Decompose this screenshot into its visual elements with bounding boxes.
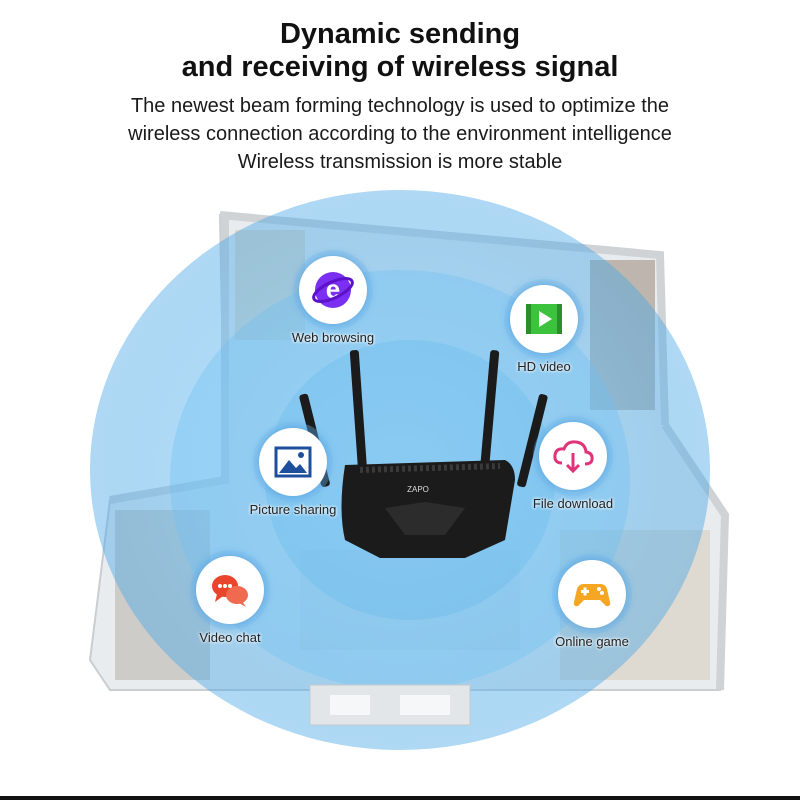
bottom-border	[0, 796, 800, 800]
router-vent	[359, 463, 501, 473]
headline-line-1: Dynamic sending	[279, 18, 521, 50]
headline-line-2: and receiving of wireless signal	[181, 51, 619, 83]
subtext: The newest beam forming technology is us…	[0, 92, 800, 176]
feature-label: Video chat	[199, 630, 261, 645]
gamepad-icon	[573, 583, 611, 607]
feature-bubble: e	[299, 256, 367, 324]
feature-bubble	[539, 422, 607, 490]
headline: Dynamic sending and receiving of wireles…	[0, 18, 800, 84]
feature-online-game: Online game	[517, 560, 667, 649]
subtext-line-1: The newest beam forming technology is us…	[130, 95, 670, 117]
feature-label: HD video	[517, 359, 571, 374]
feature-hd-video: HD video	[469, 285, 619, 374]
feature-file-download: File download	[498, 422, 648, 511]
feature-label: Online game	[555, 634, 629, 649]
router-face	[385, 502, 465, 535]
feature-bubble	[196, 556, 264, 624]
subtext-line-3: Wireless transmission is more stable	[237, 151, 563, 173]
chat-bubbles-icon	[212, 575, 248, 607]
feature-bubble	[259, 428, 327, 496]
cloud-download-icon	[553, 440, 594, 474]
picture-icon	[274, 446, 312, 478]
feature-picture-sharing: Picture sharing	[218, 428, 368, 517]
router-antenna	[479, 350, 500, 475]
door	[330, 695, 370, 715]
router-brand: ZAPO	[407, 485, 429, 494]
feature-label: Picture sharing	[249, 502, 337, 517]
subtext-line-2: wireless connection according to the env…	[128, 123, 672, 145]
video-player-icon	[526, 304, 562, 334]
feature-video-chat: Video chat	[155, 556, 305, 645]
feature-label: Web browsing	[291, 330, 375, 345]
router-antenna	[349, 350, 368, 475]
router-antenna	[517, 394, 548, 488]
door	[400, 695, 450, 715]
feature-bubble	[510, 285, 578, 353]
feature-bubble	[558, 560, 626, 628]
web-browser-icon: e	[312, 272, 354, 308]
feature-label: File download	[532, 496, 614, 511]
feature-web-browsing: e Web browsing	[258, 256, 408, 345]
